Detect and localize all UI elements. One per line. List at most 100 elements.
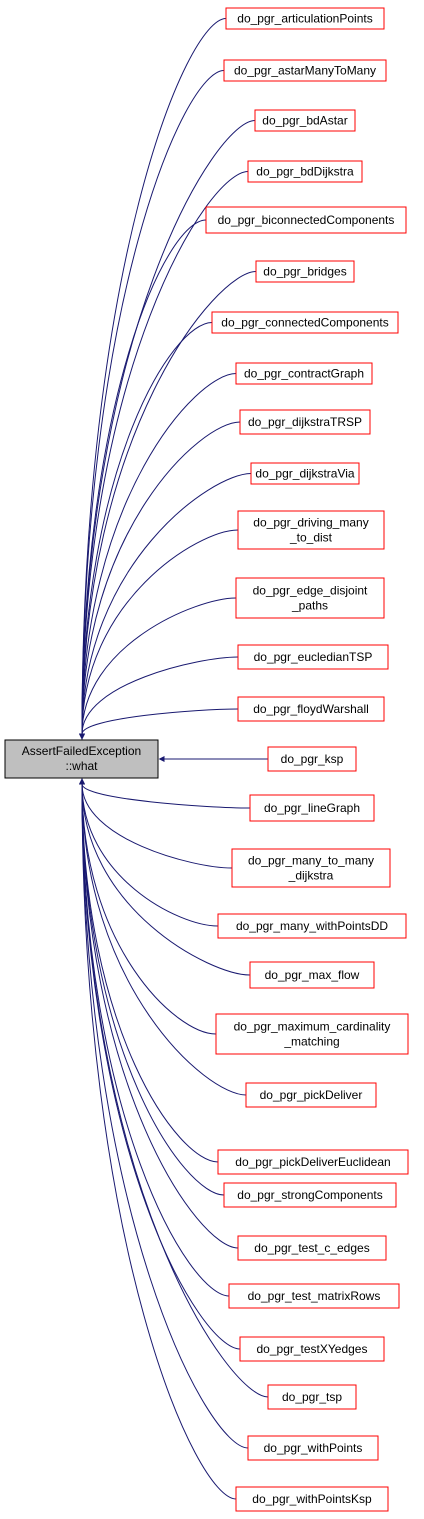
caller-node-label: do_pgr_connectedComponents (221, 316, 388, 330)
edge-caller-14 (79, 708, 239, 740)
caller-node-label: do_pgr_withPointsKsp (252, 1492, 372, 1506)
edge-caller-6 (79, 271, 257, 740)
caller-node-24[interactable]: do_pgr_test_c_edges (237, 1235, 387, 1261)
caller-node-label: do_pgr_eucledianTSP (254, 650, 373, 664)
caller-node-box (255, 260, 355, 283)
caller-node-box (235, 577, 385, 619)
caller-node-27[interactable]: do_pgr_tsp (267, 1384, 357, 1410)
caller-node-3[interactable]: do_pgr_bdAstar (254, 109, 356, 132)
caller-node-label: do_pgr_test_matrixRows (248, 1289, 381, 1303)
caller-node-label: do_pgr_contractGraph (244, 367, 364, 381)
caller-node-label: do_pgr_maximum_cardinality (234, 1020, 391, 1034)
caller-node-box (228, 1283, 400, 1309)
edge-caller-2 (79, 70, 225, 740)
root-node[interactable]: AssertFailedException ::what (4, 739, 159, 779)
caller-node-13[interactable]: do_pgr_eucledianTSP (237, 644, 389, 670)
caller-node-box (205, 206, 407, 234)
caller-node-5[interactable]: do_pgr_biconnectedComponents (205, 206, 407, 234)
caller-node-8[interactable]: do_pgr_contractGraph (235, 362, 373, 385)
edge-caller-5 (79, 219, 207, 740)
caller-node-label: _to_dist (289, 531, 333, 545)
edge-caller-24 (79, 778, 239, 1249)
caller-node-25[interactable]: do_pgr_test_matrixRows (228, 1283, 400, 1309)
caller-node-4[interactable]: do_pgr_bdDijkstra (247, 160, 363, 183)
caller-node-box (235, 1486, 389, 1512)
caller-node-box (245, 1082, 377, 1108)
caller-node-box (225, 7, 385, 30)
caller-node-label: _dijkstra (288, 869, 334, 883)
caller-node-11[interactable]: do_pgr_driving_many_to_dist (237, 510, 385, 550)
caller-node-label: do_pgr_tsp (282, 1390, 342, 1404)
caller-node-box (235, 362, 373, 385)
edge-caller-3 (79, 120, 256, 740)
caller-node-box (223, 59, 387, 82)
edge-caller-23 (79, 778, 225, 1196)
caller-node-29[interactable]: do_pgr_withPointsKsp (235, 1486, 389, 1512)
caller-node-box (247, 160, 363, 183)
caller-node-label: do_pgr_test_c_edges (254, 1241, 369, 1255)
caller-node-box (239, 1336, 385, 1362)
caller-node-6[interactable]: do_pgr_bridges (255, 260, 355, 283)
nodes-layer: do_pgr_articulationPoints do_pgr_astarMan… (205, 7, 409, 1512)
caller-node-box (267, 1384, 357, 1410)
edge-caller-8 (79, 373, 237, 740)
caller-node-box (215, 1013, 409, 1055)
caller-node-18[interactable]: do_pgr_many_withPointsDD (217, 913, 407, 939)
caller-node-9[interactable]: do_pgr_dijkstraTRSP (239, 409, 371, 435)
caller-node-7[interactable]: do_pgr_connectedComponents (211, 311, 399, 334)
caller-node-box (211, 311, 399, 334)
caller-node-14[interactable]: do_pgr_floydWarshall (237, 696, 385, 722)
edge-caller-11 (79, 529, 239, 740)
edge-caller-20 (79, 778, 217, 1035)
caller-node-label: do_pgr_bdAstar (262, 114, 347, 128)
caller-node-box (237, 644, 389, 670)
caller-node-label: do_pgr_pickDeliver (260, 1088, 363, 1102)
edge-caller-28 (79, 778, 249, 1449)
caller-node-label: _paths (291, 599, 328, 613)
edge-caller-9 (79, 421, 241, 740)
edge-caller-27 (79, 778, 269, 1398)
caller-node-label: do_pgr_pickDeliverEuclidean (235, 1155, 390, 1169)
edge-caller-22 (79, 778, 219, 1163)
caller-node-label: do_pgr_max_flow (265, 968, 360, 982)
caller-node-15[interactable]: do_pgr_ksp (267, 746, 357, 772)
caller-node-21[interactable]: do_pgr_pickDeliver (245, 1082, 377, 1108)
caller-node-box (223, 1182, 397, 1208)
caller-node-10[interactable]: do_pgr_dijkstraVia (250, 462, 360, 485)
caller-node-label: do_pgr_astarManyToMany (234, 64, 376, 78)
edge-caller-16 (79, 778, 251, 809)
root-node-box (4, 739, 159, 779)
caller-node-19[interactable]: do_pgr_max_flow (249, 961, 375, 989)
caller-node-label: do_pgr_dijkstraTRSP (248, 415, 362, 429)
caller-node-label: do_pgr_biconnectedComponents (218, 213, 395, 227)
root-node-label-line-1: AssertFailedException (22, 744, 141, 758)
caller-node-label: do_pgr_strongComponents (237, 1188, 382, 1202)
caller-node-16[interactable]: do_pgr_lineGraph (249, 794, 375, 822)
caller-node-box (267, 746, 357, 772)
caller-node-17[interactable]: do_pgr_many_to_many_dijkstra (231, 848, 391, 888)
caller-node-28[interactable]: do_pgr_withPoints (247, 1435, 379, 1461)
caller-node-label: do_pgr_ksp (281, 752, 344, 766)
edge-caller-13 (79, 656, 239, 740)
caller-node-23[interactable]: do_pgr_strongComponents (223, 1182, 397, 1208)
caller-node-1[interactable]: do_pgr_articulationPoints (225, 7, 385, 30)
caller-node-box (249, 794, 375, 822)
caller-node-2[interactable]: do_pgr_astarManyToMany (223, 59, 387, 82)
caller-node-box (237, 696, 385, 722)
caller-node-label: do_pgr_articulationPoints (237, 12, 372, 26)
caller-node-label: _matching (283, 1035, 339, 1049)
caller-node-26[interactable]: do_pgr_testXYedges (239, 1336, 385, 1362)
caller-node-12[interactable]: do_pgr_edge_disjoint_paths (235, 577, 385, 619)
caller-node-label: do_pgr_bridges (263, 265, 346, 279)
caller-node-label: do_pgr_driving_many (253, 516, 368, 530)
edge-caller-26 (79, 778, 241, 1350)
edge-caller-12 (79, 597, 237, 740)
caller-node-22[interactable]: do_pgr_pickDeliverEuclidean (217, 1149, 409, 1175)
caller-node-label: do_pgr_floydWarshall (253, 702, 369, 716)
caller-node-20[interactable]: do_pgr_maximum_cardinality_matching (215, 1013, 409, 1055)
caller-node-box (254, 109, 356, 132)
edge-caller-29 (79, 778, 237, 1500)
caller-node-label: do_pgr_many_withPointsDD (236, 919, 388, 933)
edge-caller-4 (79, 171, 249, 740)
